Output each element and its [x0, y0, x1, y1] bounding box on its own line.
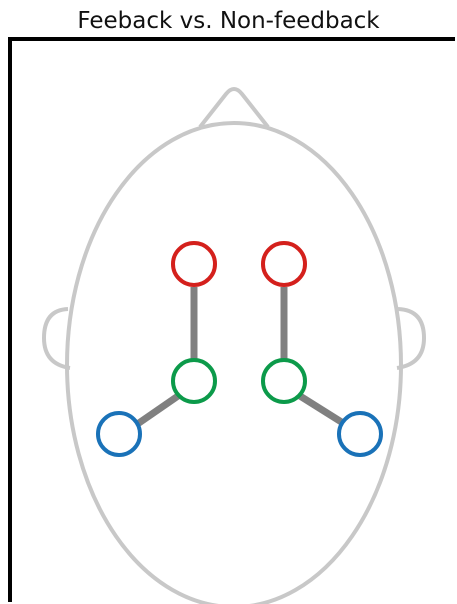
connector-left-diagonal: [134, 393, 180, 428]
figure-title: Feeback vs. Non-feedback: [77, 8, 380, 34]
left-ear-shape: [41, 307, 71, 370]
electrode-right-central: [261, 358, 307, 404]
electrode-left-lateral: [96, 411, 142, 457]
electrode-right-frontal: [261, 241, 307, 287]
connector-right-diagonal: [298, 393, 345, 426]
right-ear-shape: [396, 307, 427, 370]
electrode-left-central: [171, 358, 217, 404]
nose-shape: [198, 87, 270, 129]
electrode-left-frontal: [171, 241, 217, 287]
head-outline: [65, 121, 403, 604]
plot-frame: [8, 37, 455, 602]
electrode-right-lateral: [337, 411, 383, 457]
